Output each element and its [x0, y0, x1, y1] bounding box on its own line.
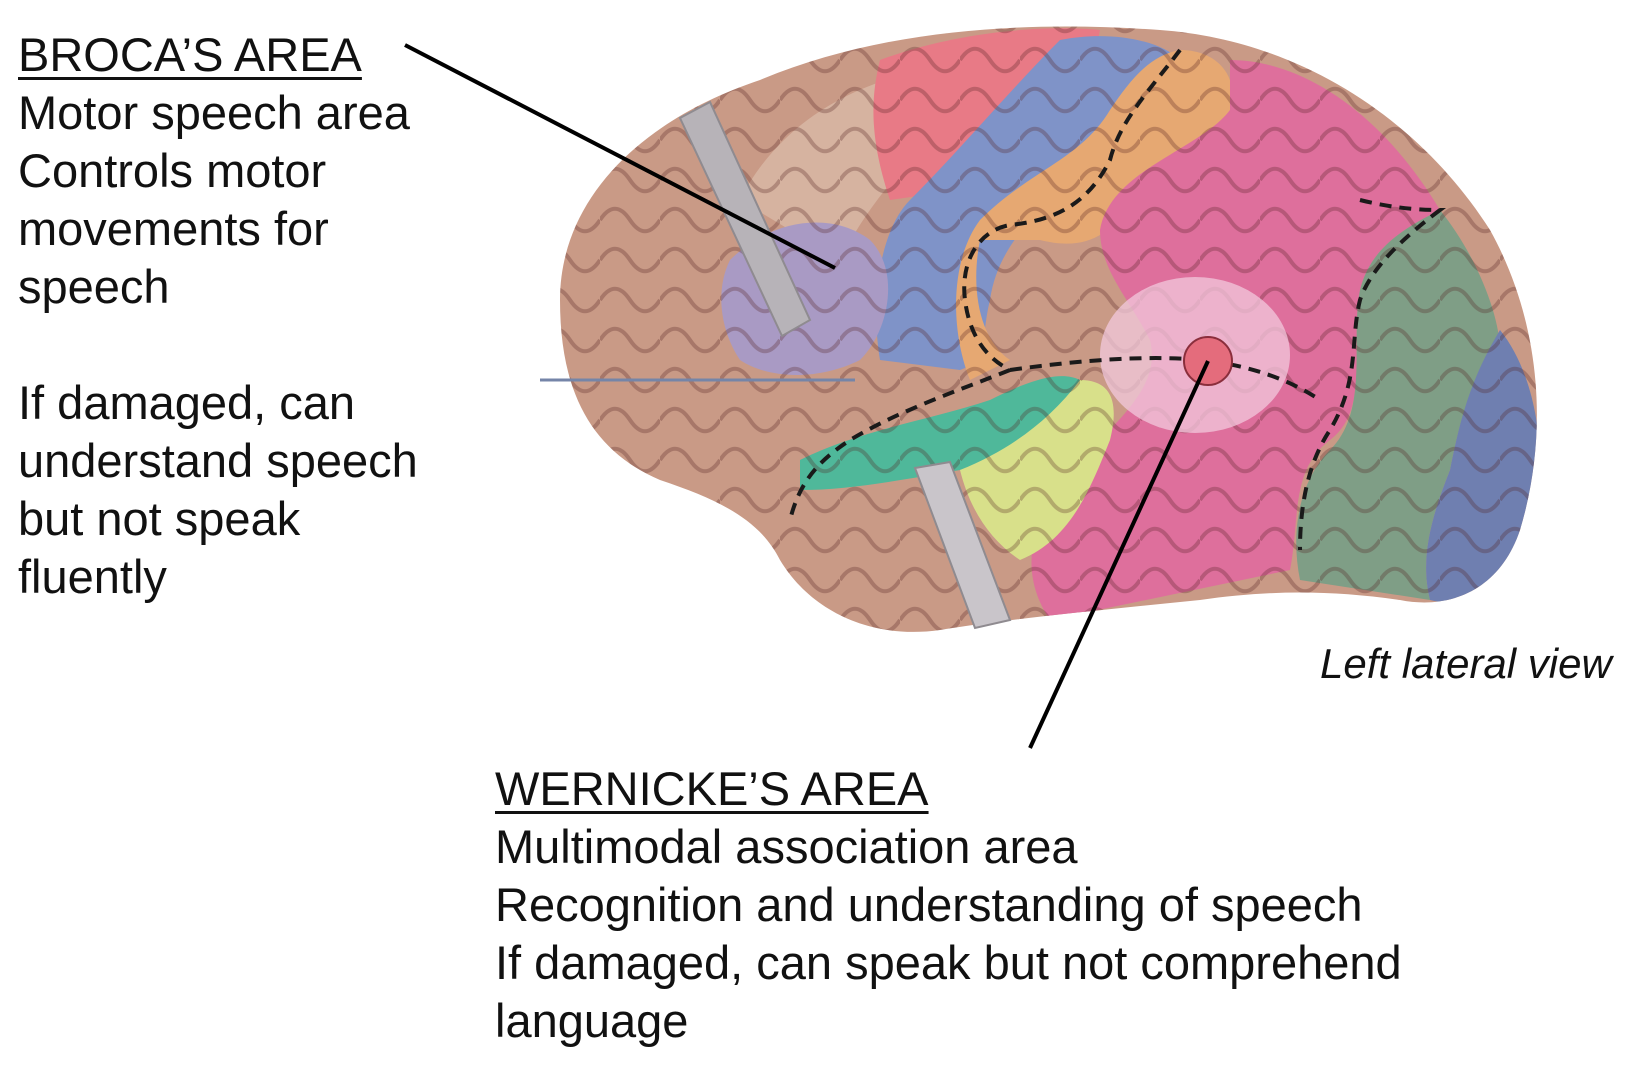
broca-description: BROCA’S AREA Motor speech area Controls … — [18, 26, 418, 606]
wernicke-pointer-line — [1028, 360, 1210, 749]
wernicke-line: Multimodal association area — [495, 820, 1078, 873]
broca-heading: BROCA’S AREA — [18, 28, 362, 81]
broca-line: Controls motor — [18, 144, 327, 197]
broca-line: movements for — [18, 202, 329, 255]
wernicke-line: Recognition and understanding of speech — [495, 878, 1363, 931]
broca-spacer-line — [18, 316, 418, 374]
broca-line: Motor speech area — [18, 86, 410, 139]
broca-line: but not speak — [18, 492, 301, 545]
broca-line: understand speech — [18, 434, 418, 487]
wernicke-description: WERNICKE’S AREA Multimodal association a… — [495, 760, 1402, 1050]
temporal-section-bar — [913, 460, 1012, 630]
view-caption: Left lateral view — [1320, 640, 1612, 687]
broca-line: If damaged, can — [18, 376, 356, 429]
broca-line: fluently — [18, 550, 167, 603]
section-markers — [540, 100, 1012, 630]
wernicke-line: language — [495, 994, 689, 1047]
frontal-section-bar — [678, 100, 812, 338]
broca-line: speech — [18, 260, 170, 313]
wernicke-line: If damaged, can speak but not comprehend — [495, 936, 1402, 989]
brain-lobes — [560, 26, 1537, 632]
wernicke-heading: WERNICKE’S AREA — [495, 762, 929, 815]
broca-pointer-line — [404, 43, 836, 270]
